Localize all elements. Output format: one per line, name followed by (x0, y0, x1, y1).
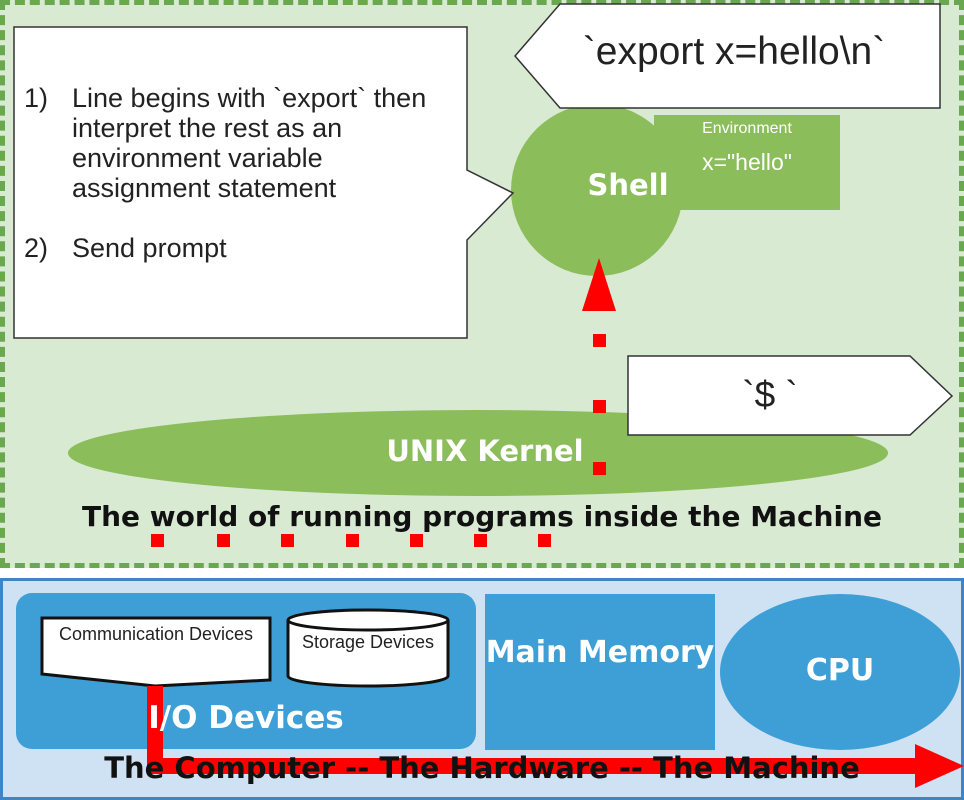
callout-item-1-text: Line begins with `export` then interpret… (72, 83, 427, 203)
prompt-output-banner (627, 355, 954, 436)
main-memory-box (485, 594, 715, 750)
arrow-up-to-shell (582, 258, 616, 311)
storage-devices-cylinder (286, 620, 450, 688)
cpu-label: CPU (805, 653, 875, 688)
world-caption: The world of running programs inside the… (81, 500, 883, 533)
storage-devices-label: Storage Devices (301, 632, 435, 652)
shell-label: Shell (587, 168, 669, 202)
io-devices-label: I/O Devices (148, 700, 344, 736)
callout-item-2: 2) Send prompt (24, 233, 464, 263)
command-input-banner (514, 3, 941, 109)
callout-item-1-number: 1) (24, 83, 49, 113)
callout-bubble (13, 26, 515, 339)
environment-title: Environment (702, 120, 792, 137)
environment-value: x="hello" (702, 149, 792, 175)
environment-box (654, 115, 840, 210)
dotted-signal-path (151, 334, 606, 547)
storage-devices-cylinder-top (286, 608, 450, 632)
kernel-label: UNIX Kernel (386, 434, 584, 468)
command-input-text: `export x=hello\n` (582, 30, 886, 73)
callout-item-2-text: Send prompt (72, 233, 227, 263)
communication-devices-shape (40, 616, 272, 688)
communication-devices-label: Communication Devices (58, 624, 254, 644)
cpu-ellipse (720, 594, 960, 750)
hardware-signal-arrow (147, 686, 964, 788)
main-memory-label: Main Memory (485, 635, 715, 670)
prompt-output-text: `$ ` (742, 374, 798, 415)
callout-item-1: 1) Line begins with `export` then interp… (24, 83, 464, 203)
callout-text: 1) Line begins with `export` then interp… (24, 83, 464, 293)
callout-item-2-number: 2) (24, 233, 49, 263)
shell-circle (511, 104, 683, 276)
hardware-caption: The Computer -- The Hardware -- The Mach… (104, 751, 860, 785)
